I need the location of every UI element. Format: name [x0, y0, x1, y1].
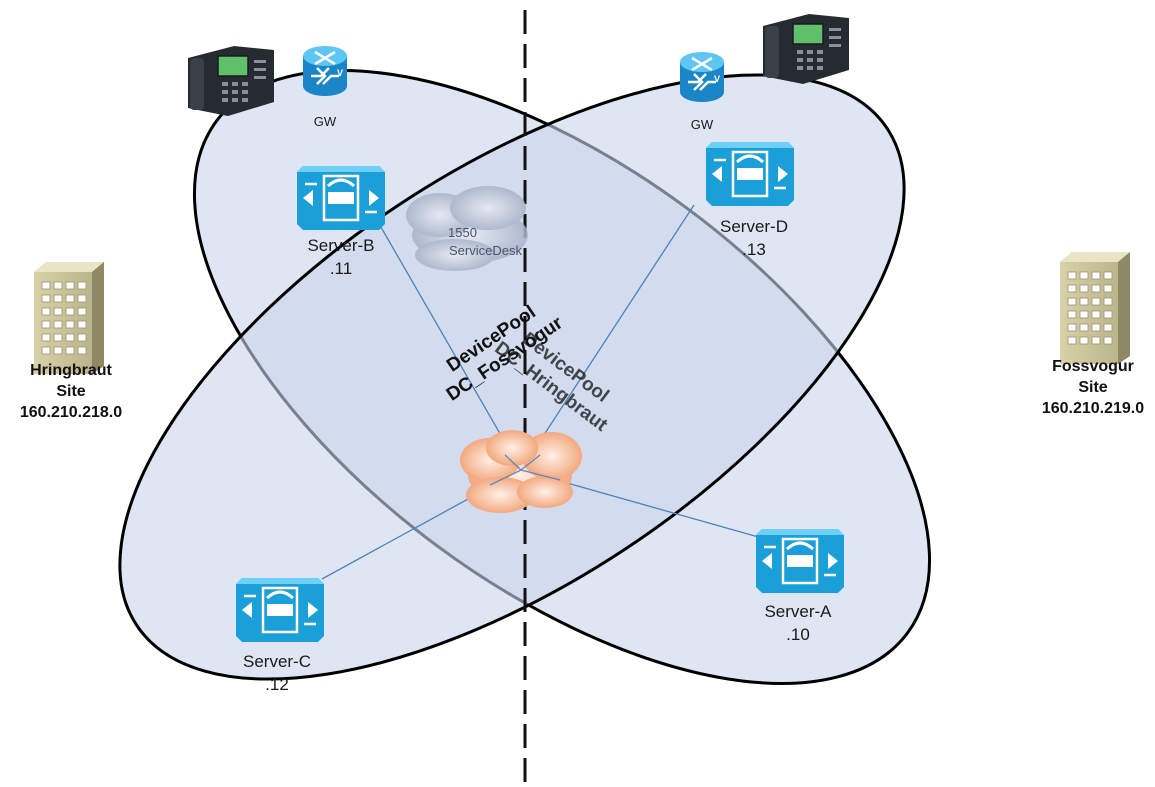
ip-phone-right-icon — [762, 13, 850, 85]
fossvogur-building-icon — [1059, 251, 1131, 365]
hringbraut-site-subnet: 160.210.218.0 — [20, 404, 122, 421]
gateway-left-router-icon — [301, 44, 349, 98]
server-a-ip: .10 — [786, 625, 810, 644]
fossvogur-site-suffix: Site — [1078, 379, 1107, 396]
devicepool-fossvogur-ellipse — [118, 73, 906, 681]
hringbraut-building-icon — [33, 261, 105, 375]
server-b-ip: .11 — [330, 259, 352, 278]
server-d-name: Server-D — [720, 217, 788, 236]
server-a-icon — [754, 527, 846, 595]
server-a-name: Server-A — [764, 602, 832, 621]
server-c-icon — [234, 576, 326, 644]
gateway-right-router-icon — [678, 50, 726, 104]
servicedesk-label: ServiceDesk — [449, 243, 522, 258]
server-b-icon — [295, 164, 387, 232]
server-c-ip: .12 — [265, 675, 289, 694]
hringbraut-site-name: Hringbraut — [30, 362, 112, 379]
gateway-right-label: GW — [691, 117, 714, 132]
fossvogur-site-name: Fossvogur — [1052, 358, 1134, 375]
servicedesk-cloud-icon — [406, 186, 528, 271]
wan-cloud-icon — [460, 430, 582, 513]
server-c-name: Server-C — [243, 652, 311, 671]
server-b-name: Server-B — [307, 236, 374, 255]
link-server-b — [377, 221, 522, 471]
gateway-left-label: GW — [314, 114, 337, 129]
server-d-ip: .13 — [742, 240, 766, 259]
fossvogur-site-subnet: 160.210.219.0 — [1042, 400, 1144, 417]
servicedesk-number: 1550 — [448, 225, 477, 240]
link-server-d — [520, 204, 695, 471]
hringbraut-site-suffix: Site — [56, 383, 85, 400]
ip-phone-left-icon — [187, 45, 275, 117]
server-d-icon — [704, 140, 796, 208]
